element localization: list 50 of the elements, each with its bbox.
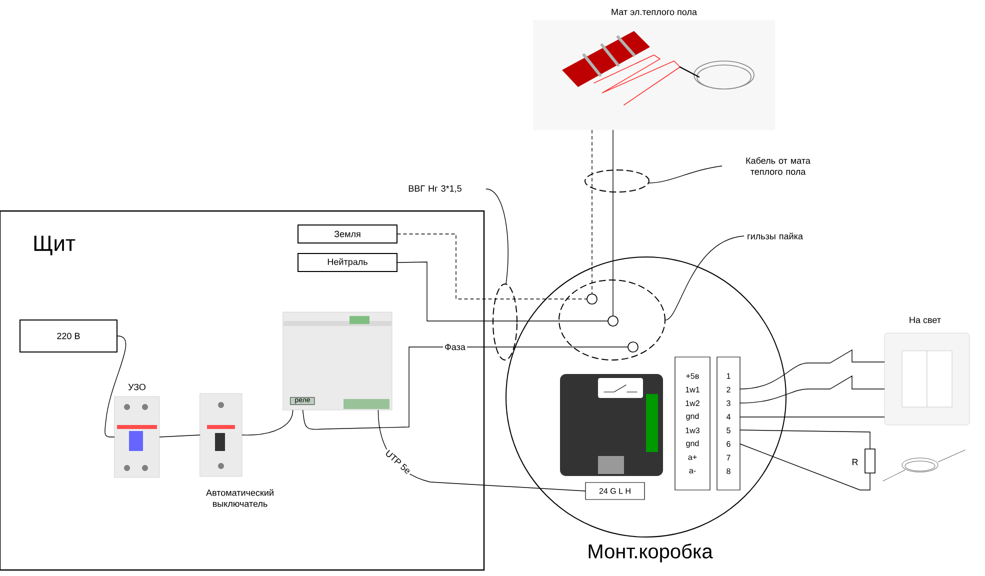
resistor-label: R [852,458,858,466]
terminal-label: +5в [686,373,699,379]
terminal-label: a+ [688,455,697,460]
label-box: Нейтраль [298,253,398,272]
terminal-label: 2 [726,386,730,392]
junction-box-caption: Монт.коробка [588,544,713,562]
label-box: Земля [298,224,398,244]
terminal-ring [628,342,638,352]
terminal-ring [608,316,618,326]
wire [397,262,608,322]
panel-title: Щит [34,236,76,256]
label-box: 220 В [20,320,118,352]
wire [159,434,200,438]
leader-line [665,236,744,320]
terminal-label: 3 [726,400,730,406]
device-caption: УЗО [128,384,146,390]
leader-line [648,166,722,184]
terminal-label: gnd [686,440,699,448]
picture-caption: Мат эл.теплого пола [612,8,697,16]
terminal-label: 5 [726,428,730,434]
edge-label: UTP 5e [382,447,414,477]
terminal-label: 8 [726,468,730,474]
wire [397,234,587,300]
wire [740,444,870,490]
callout-text: гильзы пайка [748,232,803,240]
callout-text: ВВГ Нг 3*1,5 [408,185,462,193]
terminal-label: 1w1 [686,386,700,392]
terminal-label: a- [689,469,696,474]
terminal-label: 4 [726,414,730,420]
terminal-label: 6 [726,441,730,447]
wire [740,416,885,418]
terminal-label: gnd [686,413,699,421]
terminal-label: 1w2 [686,400,700,406]
picture-caption: На свет [910,316,941,324]
terminal-label: 7 [726,454,730,460]
wire [740,430,870,449]
wire [612,130,614,316]
leader-line [486,188,508,284]
wire [740,350,885,390]
dashed-ellipse [558,280,666,360]
terminal-label: 1w3 [686,428,700,434]
wire [242,410,294,436]
callout-text: Кабель от мата теплого пола [746,157,810,175]
terminal-ring [586,294,598,304]
label-box: 24 G L H [585,482,645,500]
wire [302,346,628,430]
terminal-label: 1 [726,373,730,379]
device-caption: Автоматический выключатель [206,489,274,507]
wire [740,376,885,404]
edge-label: Фаза [443,342,467,352]
